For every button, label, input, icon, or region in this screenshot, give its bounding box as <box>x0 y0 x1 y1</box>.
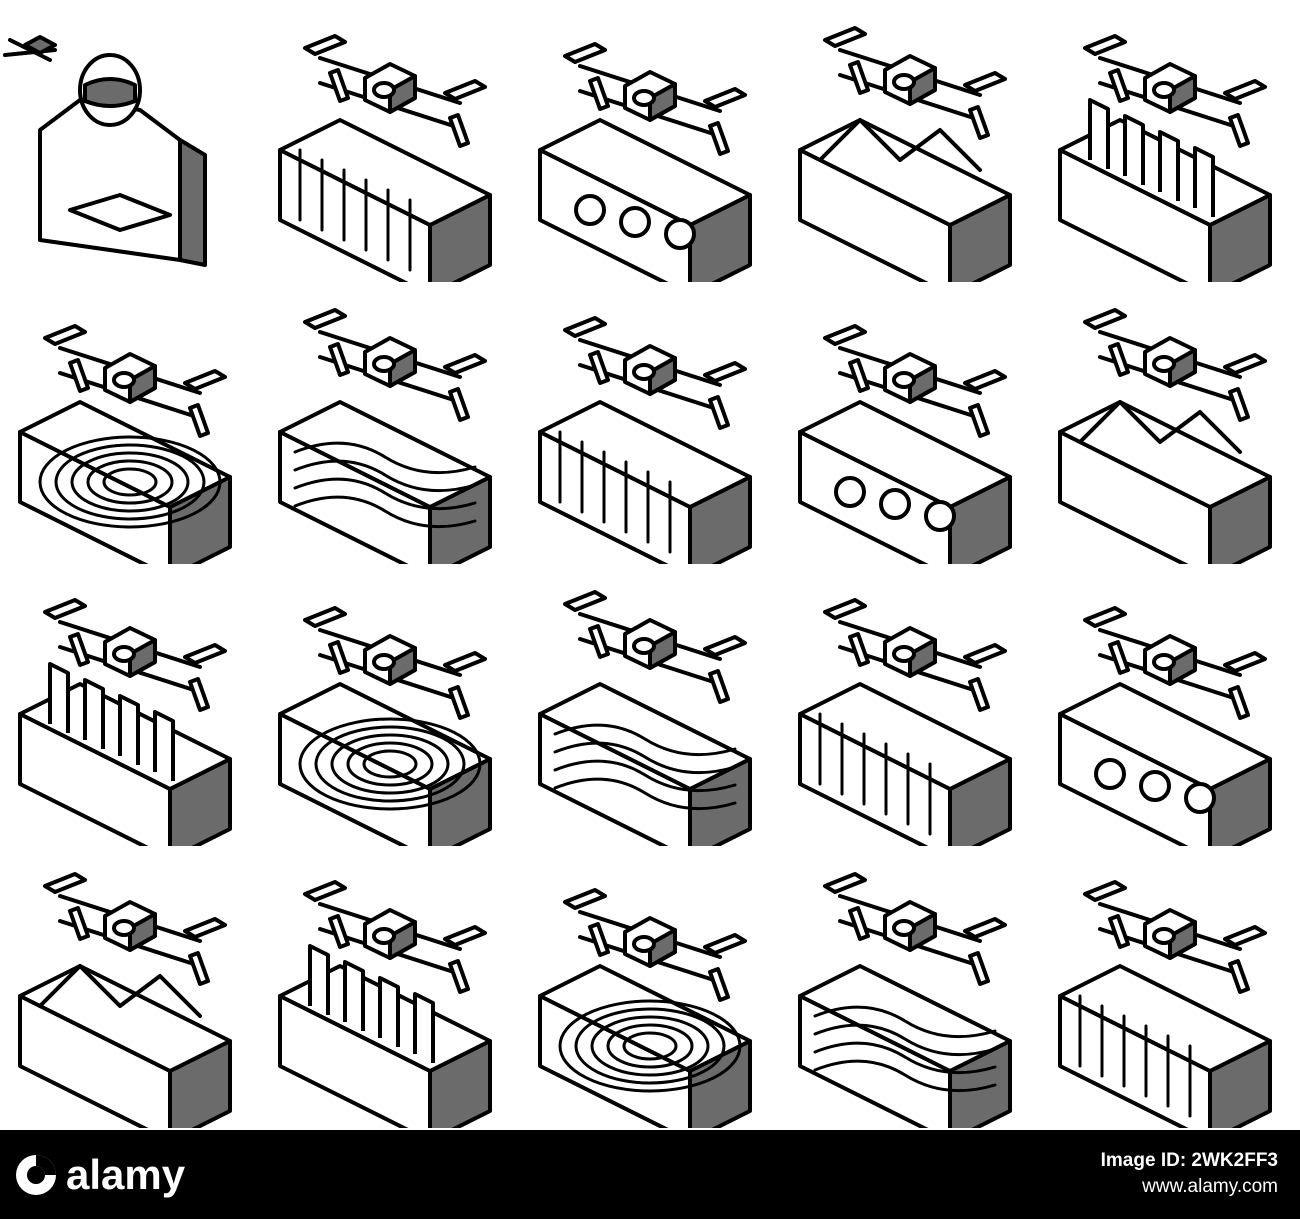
bridge-inspection-drone-icon <box>260 282 520 564</box>
traffic-monitoring-drone-icon <box>780 282 1040 564</box>
image-meta: Image ID: 2WK2FF3 www.alamy.com <box>1101 1148 1278 1200</box>
alamy-url: www.alamy.com <box>1142 1176 1278 1197</box>
building-inspection-drone-icon <box>520 0 780 282</box>
image-id: Image ID: 2WK2FF3 <box>1100 1150 1278 1171</box>
alamy-logo: alamy <box>14 1147 185 1203</box>
wildlife-tracking-drone-icon <box>0 846 260 1128</box>
storefront-drone-icon <box>0 282 260 564</box>
city-survey-drone-icon <box>780 846 1040 1128</box>
river-survey-drone-icon <box>260 0 520 282</box>
watermark-footer: alamy Image ID: 2WK2FF3 www.alamy.com <box>0 1130 1300 1219</box>
terrain-layers-drone-icon <box>780 0 1040 282</box>
water-sampling-drone-icon <box>520 282 780 564</box>
crop-spraying-drone-icon <box>0 564 260 846</box>
stock-illustration <box>0 0 1300 1128</box>
drone-pilot-icon <box>0 0 260 282</box>
topographic-mapping-drone-icon <box>780 564 1040 846</box>
drone-repair-icon <box>1040 564 1300 846</box>
alamy-logo-icon <box>16 1155 56 1195</box>
dam-inspection-drone-icon <box>260 564 520 846</box>
construction-drone-icon <box>1040 0 1300 282</box>
mountain-mapping-drone-icon <box>1040 282 1300 564</box>
warehouse-drone-icon <box>1040 846 1300 1128</box>
forest-monitoring-drone-icon <box>520 846 780 1128</box>
wind-farm-drone-icon <box>520 564 780 846</box>
alamy-logo-text: alamy <box>66 1151 186 1198</box>
power-line-drone-icon <box>260 846 520 1128</box>
